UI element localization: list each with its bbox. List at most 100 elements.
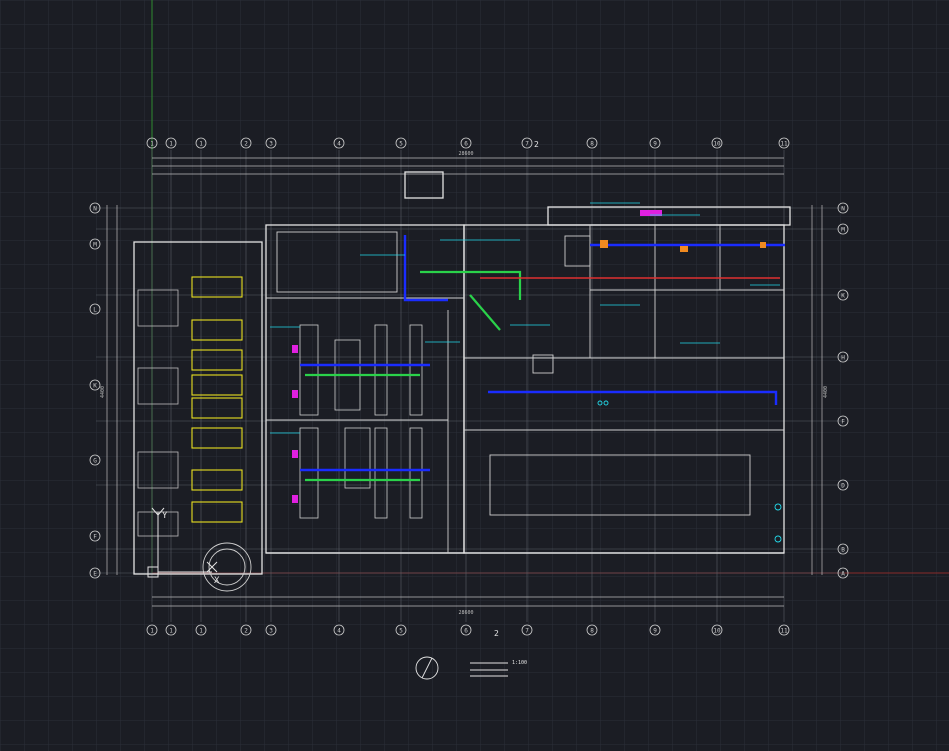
green-return-ducts bbox=[305, 270, 522, 482]
bottom-axis-bubble-circle bbox=[460, 624, 472, 636]
bottom-axis-bubble-circle bbox=[586, 624, 598, 636]
cyan-annotations bbox=[270, 202, 780, 434]
right-dimension-chain bbox=[811, 205, 823, 575]
left-axis-bubble-label: L bbox=[93, 307, 97, 314]
bottom-axis-bubble-label: 8 bbox=[590, 628, 594, 635]
bottom-axis-bubble-circle bbox=[521, 624, 533, 636]
left-axis-bubble-circle bbox=[89, 202, 101, 214]
bottom-axis-bubble-label: 1 bbox=[169, 628, 173, 635]
bottom-axis-bubble-circle bbox=[333, 624, 345, 636]
top-axis-bubble-circle bbox=[460, 137, 472, 149]
left-axis-bubble-circle bbox=[89, 454, 101, 466]
bottom-axis-bubble-circle bbox=[240, 624, 252, 636]
ucs-icon bbox=[147, 507, 218, 578]
top-axis-bubble-label: 7 bbox=[525, 141, 529, 148]
bottom-axis-bubble-circle bbox=[195, 624, 207, 636]
transformer-units bbox=[191, 276, 243, 523]
top-axis-bubble-label: 9 bbox=[653, 141, 657, 148]
right-axis-bubble-circle bbox=[837, 223, 849, 235]
left-total-dimension: 4400 bbox=[100, 386, 106, 398]
bottom-axis-bubble-label: 5 bbox=[399, 628, 403, 635]
left-axis-bubble-label: K bbox=[93, 383, 97, 390]
bottom-axis-bubble-circle bbox=[265, 624, 277, 636]
bottom-axis-bubble-circle bbox=[711, 624, 723, 636]
bottom-axis-bubble-label: 2 bbox=[244, 628, 248, 635]
right-axis-bubble-label: H bbox=[841, 355, 845, 362]
right-axis-bubble-label: F bbox=[841, 419, 845, 426]
right-axis-bubble-circle bbox=[837, 415, 849, 427]
bottom-axis-bubble-label: 9 bbox=[653, 628, 657, 635]
bottom-axis-bubble-label: 1 bbox=[199, 628, 203, 635]
bottom-axis-bubble-circle bbox=[165, 624, 177, 636]
left-axis-bubble-label: E bbox=[93, 571, 97, 578]
left-axis-bubble-label: G bbox=[93, 458, 97, 465]
top-axis-bubble-circle bbox=[165, 137, 177, 149]
bottom-axis-bubble-circle bbox=[649, 624, 661, 636]
bottom-axis-bubble-label: 10 bbox=[713, 628, 721, 635]
top-axis-bubble-label: 6 bbox=[464, 141, 468, 148]
bottom-axis-bubble-circle bbox=[395, 624, 407, 636]
right-axis-bubble-circle bbox=[837, 289, 849, 301]
top-axis-bubble-label: 1 bbox=[169, 141, 173, 148]
top-axis-bubble-label: 1 bbox=[150, 141, 154, 148]
right-axis-bubble-circle bbox=[837, 479, 849, 491]
top-axis-bubble-circle bbox=[395, 137, 407, 149]
left-dimension-chain bbox=[106, 205, 118, 575]
top-axis-bubble-circle bbox=[586, 137, 598, 149]
section-marker-top: 2 bbox=[534, 140, 539, 149]
top-axis-bubble-circle bbox=[778, 137, 790, 149]
left-axis-bubble-circle bbox=[89, 530, 101, 542]
top-axis-bubble-circle bbox=[146, 137, 158, 149]
left-axis-bubble-circle bbox=[89, 379, 101, 391]
top-axis-bubble-circle bbox=[711, 137, 723, 149]
left-axis-bubble-label: F bbox=[93, 534, 97, 541]
left-axis-bubble-label: M bbox=[93, 242, 97, 249]
left-axis-bubble-label: N bbox=[93, 206, 97, 213]
top-dimension-chain bbox=[152, 157, 784, 175]
top-axis-bubble-circle bbox=[265, 137, 277, 149]
left-axis-bubble-circle bbox=[89, 567, 101, 579]
right-total-dimension: 4400 bbox=[823, 386, 829, 398]
top-axis-bubble-label: 1 bbox=[199, 141, 203, 148]
top-axis-bubble-label: 4 bbox=[337, 141, 341, 148]
top-axis-bubble-label: 3 bbox=[269, 141, 273, 148]
north-arrow bbox=[415, 656, 439, 680]
left-equipment-bays bbox=[137, 289, 179, 537]
right-axis-bubble-label: M bbox=[841, 227, 845, 234]
top-axis-bubble-circle bbox=[649, 137, 661, 149]
bottom-axis-bubble-circle bbox=[778, 624, 790, 636]
interior-partitions bbox=[266, 225, 784, 553]
drawing-scale: 1:100 bbox=[512, 660, 527, 666]
orange-equipment bbox=[600, 240, 766, 252]
right-axis-bubble-label: A bbox=[841, 571, 845, 578]
right-axis-bubble-label: D bbox=[841, 483, 845, 490]
ucs-x-label: X bbox=[214, 576, 220, 586]
bottom-axis-bubble-label: 4 bbox=[337, 628, 341, 635]
bottom-total-dimension: 28600 bbox=[458, 610, 473, 616]
circular-tank bbox=[202, 542, 252, 592]
top-axis-bubble-circle bbox=[195, 137, 207, 149]
right-axis-bubble-circle bbox=[837, 567, 849, 579]
magenta-equipment bbox=[292, 210, 662, 503]
top-axis-bubble-label: 5 bbox=[399, 141, 403, 148]
right-axis-bubble-circle bbox=[837, 543, 849, 555]
bottom-axis-bubble-label: 1 bbox=[150, 628, 154, 635]
left-axis-bubble-circle bbox=[89, 238, 101, 250]
bottom-axis-bubble-circle bbox=[146, 624, 158, 636]
top-axis-bubble-circle bbox=[240, 137, 252, 149]
bottom-dimension-chain bbox=[152, 596, 784, 607]
top-axis-bubble-label: 10 bbox=[713, 141, 721, 148]
right-axis-bubble-circle bbox=[837, 351, 849, 363]
section-marker-bottom: 2 bbox=[494, 629, 499, 638]
cyan-fixtures bbox=[597, 400, 782, 543]
top-total-dimension: 28600 bbox=[458, 151, 473, 157]
bottom-axis-bubble-label: 11 bbox=[780, 628, 788, 635]
left-axis-bubbles: N M L K G F E bbox=[89, 202, 101, 579]
top-axis-bubble-label: 2 bbox=[244, 141, 248, 148]
building-outer-walls bbox=[133, 171, 791, 575]
right-axis-bubble-circle bbox=[837, 202, 849, 214]
